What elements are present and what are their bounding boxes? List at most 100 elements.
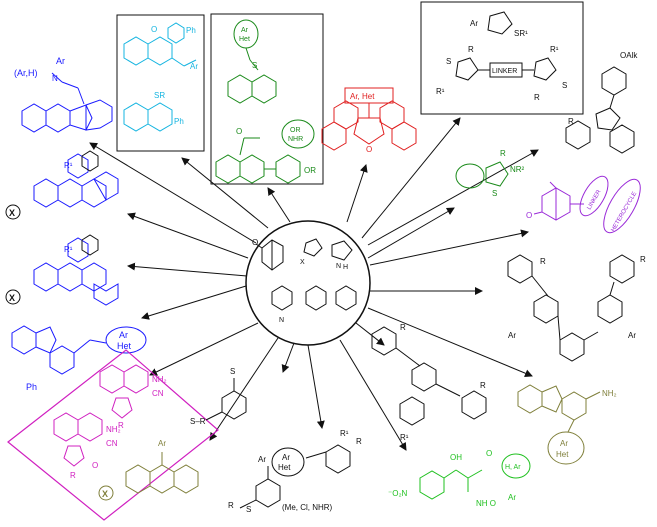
center-label-nh: N — [336, 263, 341, 270]
label-s-thio: S — [492, 189, 497, 198]
ar-het-green-ellipse — [233, 19, 259, 49]
arrow-pyrazoline — [367, 149, 539, 246]
linker-box — [489, 62, 523, 78]
center-circle — [245, 220, 371, 346]
structure-thiophene: R NR² S — [455, 149, 525, 198]
label-ar-bis-right: Ar — [628, 331, 636, 340]
label-ar-het-red: Ar, Het — [350, 92, 375, 101]
label-nh2-mag-2: NH₂ — [106, 425, 121, 434]
label-ar-bis-left: Ar — [508, 331, 516, 340]
label-nh2-olive: NH₂ — [602, 389, 617, 398]
structure-cyan-box: O Ph Ar SR Ph — [116, 14, 205, 152]
structure-triazole-box: LINKER Ar SR¹ S S R R¹ R R¹ — [420, 1, 584, 115]
label-o-red: O — [366, 145, 372, 154]
structure-blue-2: X R¹ — [5, 150, 119, 220]
label-s-right: S — [562, 81, 567, 90]
center-triazole — [303, 238, 323, 257]
label-nh-o: NH O — [476, 499, 496, 508]
structure-blue-top-left: (Ar,H) Ar N — [14, 56, 113, 133]
linker-ellipse — [579, 175, 609, 217]
arrow-thiophene — [367, 207, 455, 259]
label-sr1: SR¹ — [514, 29, 528, 38]
label-oalk: OAlk — [620, 51, 638, 60]
label-ar-top: Ar — [56, 56, 65, 66]
label-cn-mag-2: CN — [106, 439, 118, 448]
label-r-thiophene: R — [500, 149, 506, 158]
arrow-left-2 — [127, 262, 248, 277]
center-quinuclidinone — [255, 239, 284, 271]
label-r-pyrazoline: R — [568, 117, 574, 126]
label-x-olive: X — [102, 489, 108, 499]
label-ar-triazole: Ar — [470, 19, 478, 28]
label-heterocycle: HETEROCYCLE — [611, 191, 639, 233]
label-r-mag-2: R — [70, 471, 76, 480]
label-s-left: S — [446, 57, 451, 66]
label-r-mag-1: R — [118, 421, 124, 430]
center-triazine — [335, 285, 357, 311]
label-het-olive-r: Het — [556, 450, 569, 459]
or-nhr-ellipse — [281, 119, 315, 149]
structure-olive-right: Ar Het NH₂ — [517, 384, 617, 465]
label-ar-nr: Ar — [258, 455, 266, 464]
arrow-left-blue — [141, 285, 247, 320]
label-het: Het — [117, 341, 132, 351]
structure-pyrazoline: OAlk R — [565, 51, 638, 154]
arrow-mid — [355, 322, 385, 346]
label-r1-2: R¹ — [64, 245, 73, 254]
label-ar-cyan: Ar — [190, 62, 198, 71]
x-circle-2 — [5, 289, 21, 305]
label-nhr-green: NHR — [288, 136, 303, 143]
ar-het-pyr-ellipse — [271, 447, 305, 477]
center-hub: O N H X N — [245, 220, 371, 346]
label-h-ar: H, Ar — [505, 464, 521, 471]
label-ph-left: Ph — [26, 382, 37, 392]
structure-red: Ar, Het O — [321, 87, 417, 154]
label-no2: ⁻O₂N — [388, 489, 408, 498]
label-r1-1: R¹ — [64, 161, 73, 170]
structure-bisstyryl: R R Ar Ar — [507, 254, 646, 362]
label-linker-purple: LINKER — [587, 189, 603, 211]
structure-blue-4: Ar Het Ph — [11, 325, 147, 392]
arrow-bright — [339, 339, 407, 451]
label-or-green-1: OR — [290, 127, 301, 134]
label-x-1: X — [9, 208, 15, 218]
arrow-olive-left — [209, 337, 279, 441]
center-label-n: N — [279, 317, 284, 324]
x-circle-olive — [98, 485, 114, 501]
arrow-pyrimidine-right — [307, 344, 325, 429]
label-ar-h: (Ar,H) — [14, 68, 38, 78]
structure-purple: LINKER HETEROCYCLE O — [526, 175, 641, 234]
structure-magenta-box: NH₂ CN R NH₂ CN R O — [7, 349, 219, 521]
center-pyrimidine — [305, 285, 327, 311]
arrows — [89, 117, 539, 451]
arrow-red — [346, 164, 368, 223]
arrow-magenta — [149, 322, 259, 376]
label-r1-pyr: R¹ — [340, 429, 349, 438]
label-het-pyr: Het — [278, 463, 291, 472]
label-r-mid2: R — [480, 381, 486, 390]
label-o-mag: O — [92, 461, 98, 470]
label-r1-top: R¹ — [550, 45, 559, 54]
structure-blue-3: X R¹ — [5, 234, 119, 306]
label-r-top: R — [468, 45, 474, 54]
structure-pyrimidine-arhet: Ar Het R¹ R — [271, 429, 362, 477]
arrow-left-1 — [127, 212, 249, 259]
magenta-box-frame — [7, 349, 219, 521]
structure-pyrimidine-meclnhr: (Me, Cl, NHR) R S Ar — [228, 455, 333, 514]
label-r-bottom: R — [534, 93, 540, 102]
ar-het-ellipse — [105, 326, 147, 354]
label-r1-bottom: R¹ — [436, 87, 445, 96]
label-r-mid: R — [400, 323, 406, 332]
label-r-s: R — [228, 501, 234, 510]
structure-pyrimidine-sr: S S–R — [190, 367, 247, 426]
label-o-cyan: O — [151, 25, 157, 34]
label-r-bis-left: R — [540, 257, 546, 266]
label-s-r-center: S–R — [190, 417, 206, 426]
label-r1-mid: R¹ — [400, 433, 409, 442]
heterocycle-ellipse — [603, 178, 641, 234]
label-r-bis-right: R — [640, 255, 646, 264]
center-pyrazole — [331, 240, 353, 261]
label-o-bright: O — [486, 449, 492, 458]
label-o-green: O — [236, 127, 242, 136]
structure-bright-green: H, Ar OH O Ar ⁻O₂N NH O — [388, 449, 531, 508]
